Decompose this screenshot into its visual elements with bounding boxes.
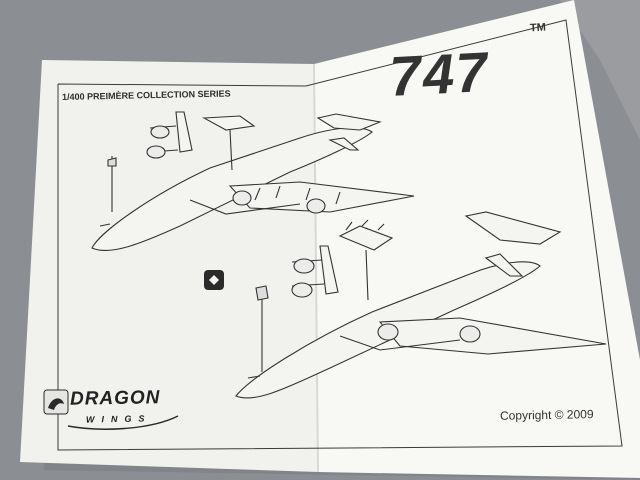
model-number: 747 (388, 39, 491, 108)
brand-logo-subtext: WINGS (85, 413, 152, 425)
dragon-logo-emblem (43, 389, 179, 430)
snap-fit-symbol (204, 270, 224, 290)
airplane-diagram-upper (91, 111, 415, 252)
instruction-border (57, 19, 623, 451)
plastic-bag-edge (560, 0, 640, 140)
airplane-diagram-lower (235, 211, 607, 399)
copyright-text: Copyright © 2009 (499, 407, 594, 423)
brand-logo-text: DRAGON (69, 387, 161, 410)
paper-fold (313, 63, 319, 473)
paper-right-page (314, 0, 640, 478)
trademark-symbol: TM (529, 21, 547, 35)
